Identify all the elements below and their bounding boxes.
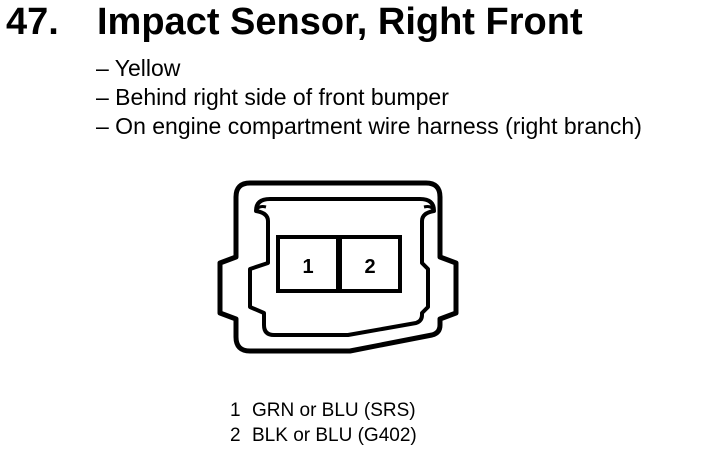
detail-harness: – On engine compartment wire harness (ri… bbox=[96, 113, 642, 139]
component-details: – Yellow – Behind right side of front bu… bbox=[96, 54, 642, 141]
cavity-2-label: 2 bbox=[364, 256, 375, 278]
latch-left-hook bbox=[254, 205, 267, 212]
pin-row: 1 GRN or BLU (SRS) bbox=[230, 398, 417, 423]
pin-description: BLK or BLU (G402) bbox=[252, 425, 417, 446]
latch-right-hook bbox=[423, 205, 436, 212]
detail-location: – Behind right side of front bumper bbox=[96, 84, 449, 110]
component-title: Impact Sensor, Right Front bbox=[97, 1, 583, 43]
pin-number: 2 bbox=[230, 425, 241, 446]
detail-color: – Yellow bbox=[96, 55, 181, 81]
connector-outer-shell bbox=[217, 180, 459, 354]
cavity-1 bbox=[276, 235, 340, 293]
pin-description: GRN or BLU (SRS) bbox=[252, 400, 416, 421]
connector-diagram: 1 2 bbox=[217, 180, 459, 354]
page-title: 47. Impact Sensor, Right Front bbox=[6, 0, 696, 44]
pin-assignment-list: 1 GRN or BLU (SRS) 2 BLK or BLU (G402) bbox=[230, 398, 417, 448]
cavity-2 bbox=[338, 235, 402, 293]
component-number: 47. bbox=[6, 1, 59, 43]
pin-row: 2 BLK or BLU (G402) bbox=[230, 423, 417, 448]
cavity-1-label: 1 bbox=[302, 256, 313, 278]
pin-number: 1 bbox=[230, 400, 241, 421]
